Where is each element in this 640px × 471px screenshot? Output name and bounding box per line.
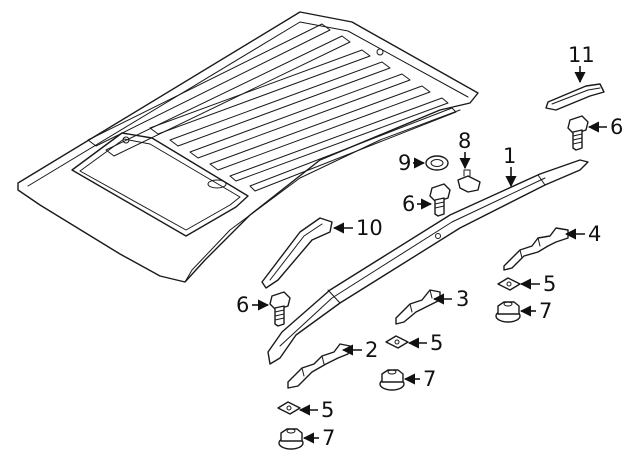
svg-text:8: 8 (458, 129, 471, 153)
svg-text:6: 6 (402, 192, 415, 216)
grommet (425, 155, 449, 171)
callout-2: 2 (341, 338, 378, 362)
callout-6-top: 6 (587, 115, 623, 139)
svg-text:11: 11 (568, 43, 595, 67)
plate-nut-right (497, 277, 521, 291)
bracket-middle (395, 289, 441, 325)
svg-text:6: 6 (236, 293, 249, 317)
side-rail (267, 159, 589, 365)
bolt-top (567, 115, 589, 151)
flange-nut-middle (379, 369, 405, 391)
callout-6-lower: 6 (236, 293, 270, 317)
callout-7-lower: 7 (302, 426, 335, 450)
callout-1: 1 (503, 144, 517, 188)
plate-nut-middle (385, 335, 409, 349)
callout-5-lower: 5 (298, 398, 334, 422)
flange-nut-lower (278, 428, 304, 450)
rail-cover-front (261, 217, 333, 289)
callout-8: 8 (458, 129, 471, 170)
callout-7-middle: 7 (403, 367, 436, 391)
callout-5-middle: 5 (407, 331, 443, 355)
svg-text:2: 2 (365, 338, 378, 362)
svg-text:10: 10 (356, 216, 383, 240)
bracket-lower (287, 343, 351, 389)
svg-text:5: 5 (321, 398, 334, 422)
callout-9: 9 (398, 151, 426, 175)
bolt-lower (269, 291, 291, 327)
svg-text:6: 6 (610, 115, 623, 139)
roof-panel (17, 11, 479, 283)
callout-6-middle: 6 (402, 192, 433, 216)
callout-10: 10 (332, 216, 383, 240)
flange-nut-right (495, 301, 521, 323)
callout-7-right: 7 (519, 299, 552, 323)
svg-text:7: 7 (423, 367, 436, 391)
plate-nut-lower (277, 401, 301, 415)
svg-text:7: 7 (322, 426, 335, 450)
rail-cover-rear (545, 83, 605, 111)
callout-4: 4 (564, 222, 601, 246)
svg-text:4: 4 (588, 222, 601, 246)
svg-text:1: 1 (503, 144, 516, 168)
svg-text:5: 5 (543, 272, 556, 296)
bolt-middle (429, 183, 451, 217)
callout-11: 11 (568, 43, 595, 84)
callout-3: 3 (432, 287, 469, 311)
svg-text:9: 9 (398, 151, 411, 175)
callout-5-right: 5 (519, 272, 556, 296)
svg-text:5: 5 (430, 331, 443, 355)
svg-text:7: 7 (539, 299, 552, 323)
svg-text:3: 3 (456, 287, 469, 311)
clip (457, 169, 481, 193)
bracket-right (503, 227, 569, 271)
